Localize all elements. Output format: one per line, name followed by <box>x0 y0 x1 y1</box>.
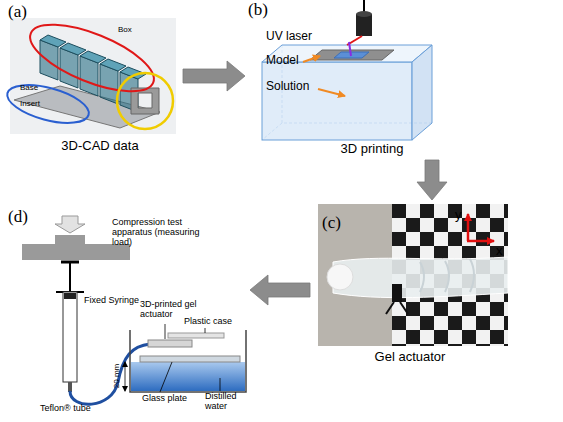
cad-box-top <box>100 59 126 71</box>
plunger-rubber <box>64 293 76 299</box>
part-label: Plastic case <box>184 317 232 327</box>
build-plate <box>310 50 394 60</box>
part-label: Base <box>20 84 38 93</box>
part-label: Box <box>118 26 132 35</box>
tank-front <box>262 62 412 140</box>
panel: (a) 3D-CAD data <box>5 5 183 157</box>
flow-arrow <box>417 160 447 200</box>
syringe-nozzle <box>68 382 72 392</box>
gel-chamber <box>420 259 474 292</box>
cad-box-top <box>60 43 86 55</box>
part-label: UV laser <box>266 30 312 43</box>
dimension-line <box>125 376 126 391</box>
part-label: Teflon® tube <box>40 404 91 414</box>
panel: (c) Gel actuator <box>310 200 510 370</box>
flow-arrow <box>183 61 245 91</box>
panel-label: (b) <box>248 1 268 18</box>
part-label: Distilled water <box>205 392 255 412</box>
cad-box-top <box>80 51 106 63</box>
insert-highlight <box>117 73 173 129</box>
part-label: Compression test apparatus (measuring lo… <box>112 218 200 248</box>
apparatus-head <box>55 235 85 244</box>
dimension-line <box>125 362 126 376</box>
load-arrow <box>55 216 85 233</box>
part-label: Fixed Syringe <box>84 296 139 306</box>
part-label: x <box>496 244 503 258</box>
glass-plate <box>140 356 240 362</box>
panel-label: (d) <box>8 208 28 225</box>
part-label: Glass plate <box>142 394 187 404</box>
part-label: Model <box>266 54 299 67</box>
photo-background <box>318 204 508 346</box>
base-highlight <box>3 78 92 131</box>
tank-side <box>412 45 432 140</box>
syringe-barrel <box>63 292 77 382</box>
panel-caption: 3D printing <box>341 142 404 156</box>
plastic-case-wall <box>130 330 246 392</box>
binder-clip-handle <box>386 302 408 314</box>
gel-actuator-photo <box>333 257 508 298</box>
leader-line <box>165 324 166 339</box>
pointer-arrow <box>318 89 345 96</box>
x-axis <box>467 240 494 243</box>
box-highlight <box>22 11 162 105</box>
part-label: y <box>455 208 462 222</box>
laser-beam <box>349 42 351 56</box>
plunger-rod <box>69 262 71 292</box>
uv-laser-head-top <box>356 11 372 17</box>
panel-caption: Gel actuator <box>375 350 446 364</box>
plastic-case-lid <box>168 333 224 338</box>
uv-laser-head <box>356 14 372 36</box>
panel-label: (c) <box>322 214 341 231</box>
binder-clip <box>392 284 402 302</box>
part-label: 20 mm <box>113 364 122 388</box>
y-axis <box>467 214 470 241</box>
part-label: Insert <box>20 100 40 109</box>
panel-caption: 3D-CAD data <box>61 139 138 153</box>
leader-line <box>205 328 206 333</box>
pointer-arrow <box>303 56 320 62</box>
gel-actuator-schematic <box>148 340 192 347</box>
panel-label: (a) <box>8 3 27 20</box>
distilled-water <box>131 362 245 391</box>
gel-port <box>327 264 353 290</box>
leader-line <box>160 362 172 392</box>
part-label: Solution <box>266 80 309 93</box>
flow-arrow <box>250 275 310 305</box>
leader-line <box>220 378 221 391</box>
cad-box-top <box>40 35 66 47</box>
